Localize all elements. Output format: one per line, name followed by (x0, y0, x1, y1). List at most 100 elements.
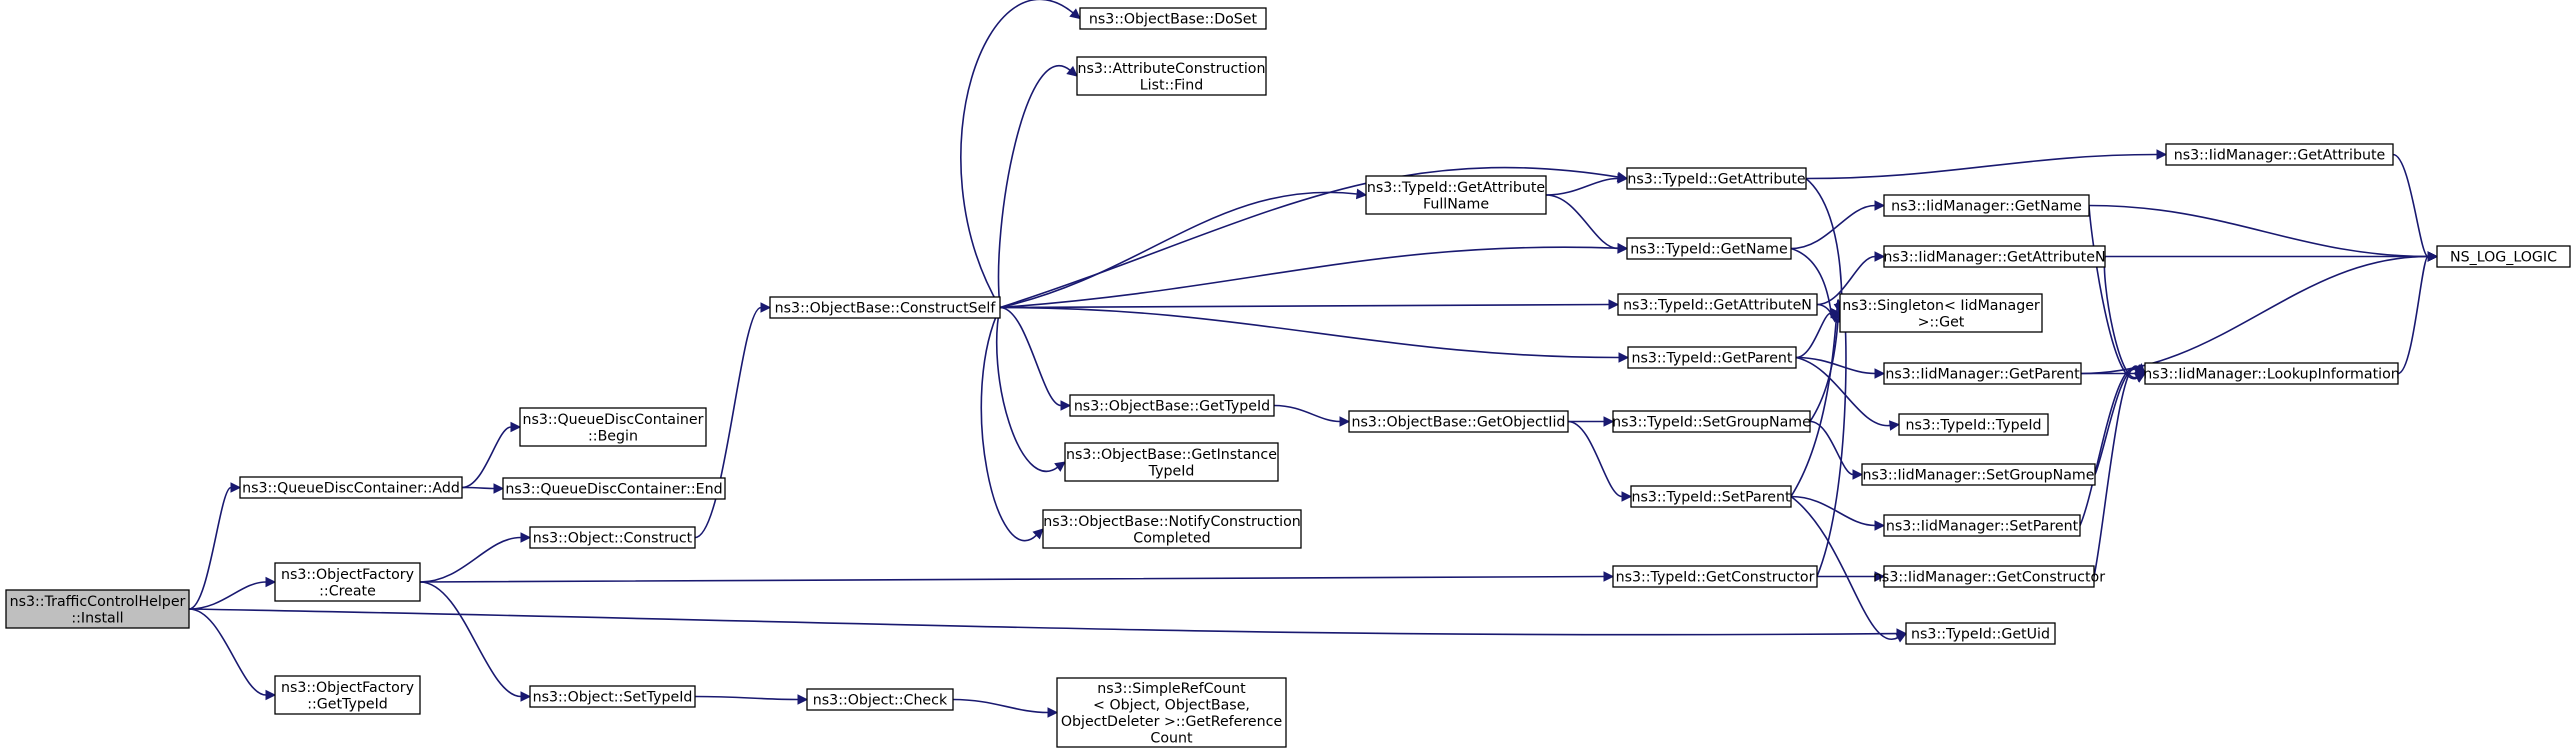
node-ob-notify[interactable]: ns3::ObjectBase::NotifyConstructionCompl… (1042, 509, 1302, 549)
node-ns-log-logic[interactable]: NS_LOG_LOGIC (2436, 245, 2571, 268)
node-label-line: ns3::Object::Check (813, 693, 948, 709)
node-label-line: FullName (1423, 196, 1489, 212)
arrowhead-icon (1895, 632, 1907, 643)
node-box (1898, 413, 2049, 436)
edge-ob_constructself-to-tid_getparent (999, 306, 1630, 363)
edge-line (999, 303, 1610, 309)
node-src-getref[interactable]: ns3::SimpleRefCount< Object, ObjectBase,… (1056, 677, 1287, 748)
edge-line (2094, 368, 2138, 475)
edge-iid_setgroupname-to-iid_lookup (2094, 364, 2147, 475)
edge-obj_construct-to-ob_constructself (694, 302, 772, 539)
edge-line (999, 246, 1619, 309)
node-box (1612, 565, 1818, 588)
node-iid-setparent[interactable]: ns3::IidManager::SetParent (1883, 514, 2081, 537)
node-of-create[interactable]: ns3::ObjectFactory::Create (274, 562, 421, 602)
node-label-line: >::Get (1918, 314, 1965, 330)
edge-line (952, 698, 1049, 714)
node-label-line: ns3::AttributeConstruction (1078, 61, 1266, 77)
edge-ob_gettypeid-to-ob_getobjectiid (1273, 404, 1351, 427)
node-iid-setgroupname[interactable]: ns3::IidManager::SetGroupName (1861, 463, 2096, 486)
node-label-line: ns3::TypeId::GetAttributeN (1623, 298, 1812, 314)
node-ob-constructself[interactable]: ns3::ObjectBase::ConstructSelf (769, 296, 1001, 319)
edge-ob_constructself-to-ob_notify (980, 307, 1044, 542)
edge-line (419, 536, 522, 583)
node-iid-getattrn[interactable]: ns3::IidManager::GetAttributeN (1883, 245, 2106, 268)
edge-line (1790, 204, 1876, 250)
nodes-layer: ns3::TrafficControlHelper::Install ns3::Q… (5, 7, 2571, 748)
node-box (519, 407, 707, 447)
node-singleton-get[interactable]: ns3::Singleton< IidManager >::Get (1839, 293, 2043, 333)
edge-of_create-to-obj_construct (419, 532, 532, 583)
node-box (1630, 485, 1792, 508)
node-label-line: ns3::TypeId::GetConstructor (1616, 570, 1815, 586)
node-iid-getconstructor[interactable]: ns3::IidManager::GetConstructor (1873, 565, 2105, 588)
edge-tch_install-to-tid_getuid (188, 608, 1908, 639)
edge-tid_getattrfull-to-tid_getattribute (1545, 173, 1629, 196)
edge-ob_getobjectiid-to-tid_setparent (1567, 420, 1633, 502)
arrowhead-icon (1621, 491, 1633, 502)
edges-layer (188, 0, 2439, 718)
node-qdc-add[interactable]: ns3::QueueDiscContainer::Add (239, 476, 463, 499)
node-iid-getparent[interactable]: ns3::IidManager::GetParent (1883, 362, 2082, 385)
edge-ob_constructself-to-tid_getattrn (999, 299, 1620, 310)
node-tid-getattrn[interactable]: ns3::TypeId::GetAttributeN (1617, 293, 1818, 316)
node-ob-gettypeid[interactable]: ns3::ObjectBase::GetTypeId (1069, 394, 1275, 417)
node-box (1626, 237, 1792, 260)
edge-line (694, 695, 799, 701)
edge-line (188, 608, 1898, 636)
node-qdc-begin[interactable]: ns3::QueueDiscContainer::Begin (519, 407, 707, 447)
edge-line (2080, 255, 2429, 375)
edge-line (2088, 205, 2138, 380)
edge-ob_constructself-to-acl_find (997, 65, 1078, 308)
arrowhead-icon (1830, 307, 1842, 319)
edge-line (1795, 312, 1832, 359)
node-obj-check[interactable]: ns3::Object::Check (806, 688, 954, 711)
node-box (529, 526, 696, 549)
node-of-gettypeid[interactable]: ns3::ObjectFactory::GetTypeId (274, 675, 421, 715)
node-iid-getname[interactable]: ns3::IidManager::GetName (1883, 194, 2090, 217)
node-iid-lookup[interactable]: ns3::IidManager::LookupInformation (2143, 362, 2400, 385)
node-ob-getobjectiid[interactable]: ns3::ObjectBase::GetObjectIid (1348, 410, 1569, 433)
node-box (2165, 143, 2394, 166)
arrowhead-icon (1888, 420, 1901, 431)
node-box (274, 675, 421, 715)
node-qdc-end[interactable]: ns3::QueueDiscContainer::End (502, 477, 726, 500)
node-tid-getuid[interactable]: ns3::TypeId::GetUid (1905, 622, 2056, 645)
edge-tid_setgroupname-to-iid_setgroupname (1809, 420, 1864, 480)
node-obj-construct[interactable]: ns3::Object::Construct (529, 526, 696, 549)
node-tid-setgroupname[interactable]: ns3::TypeId::SetGroupName (1612, 410, 1811, 433)
node-box (1076, 56, 1267, 96)
edge-tch_install-to-qdc_add (188, 482, 242, 610)
node-label-line: ns3::IidManager::SetParent (1886, 519, 2079, 535)
node-tid-setparent[interactable]: ns3::TypeId::SetParent (1630, 485, 1792, 508)
node-label-line: ::Create (319, 583, 376, 599)
arrowhead-icon (1617, 243, 1629, 254)
edge-line (461, 426, 512, 489)
arrowhead-icon (510, 421, 522, 433)
edge-line (188, 608, 267, 696)
node-box (1365, 175, 1547, 215)
edge-line (694, 306, 762, 539)
arrowhead-icon (1874, 251, 1886, 262)
node-label-line: ns3::SimpleRefCount (1097, 681, 1246, 697)
node-ob-doset[interactable]: ns3::ObjectBase::DoSet (1079, 7, 1267, 30)
node-tch-install: ns3::TrafficControlHelper::Install (5, 589, 190, 629)
node-tid-getparent[interactable]: ns3::TypeId::GetParent (1627, 346, 1797, 369)
node-label-line: ns3::Object::SetTypeId (533, 690, 693, 706)
edge-line (997, 65, 1071, 308)
edge-tid_getattrn-to-iid_getattrn (1816, 251, 1886, 306)
node-obj-settypeid[interactable]: ns3::Object::SetTypeId (529, 685, 696, 708)
node-label-line: ns3::TypeId::GetParent (1631, 351, 1792, 367)
node-tid-typeid[interactable]: ns3::TypeId::TypeId (1898, 413, 2049, 436)
node-box (1905, 622, 2056, 645)
node-tid-getconstructor[interactable]: ns3::TypeId::GetConstructor (1612, 565, 1818, 588)
arrowhead-icon (1874, 368, 1886, 379)
node-box (1069, 394, 1275, 417)
node-tid-getattribute[interactable]: ns3::TypeId::GetAttribute (1626, 167, 1807, 190)
node-box (2144, 362, 2399, 385)
node-iid-getattribute[interactable]: ns3::IidManager::GetAttribute (2165, 143, 2394, 166)
node-tid-getname[interactable]: ns3::TypeId::GetName (1626, 237, 1792, 260)
